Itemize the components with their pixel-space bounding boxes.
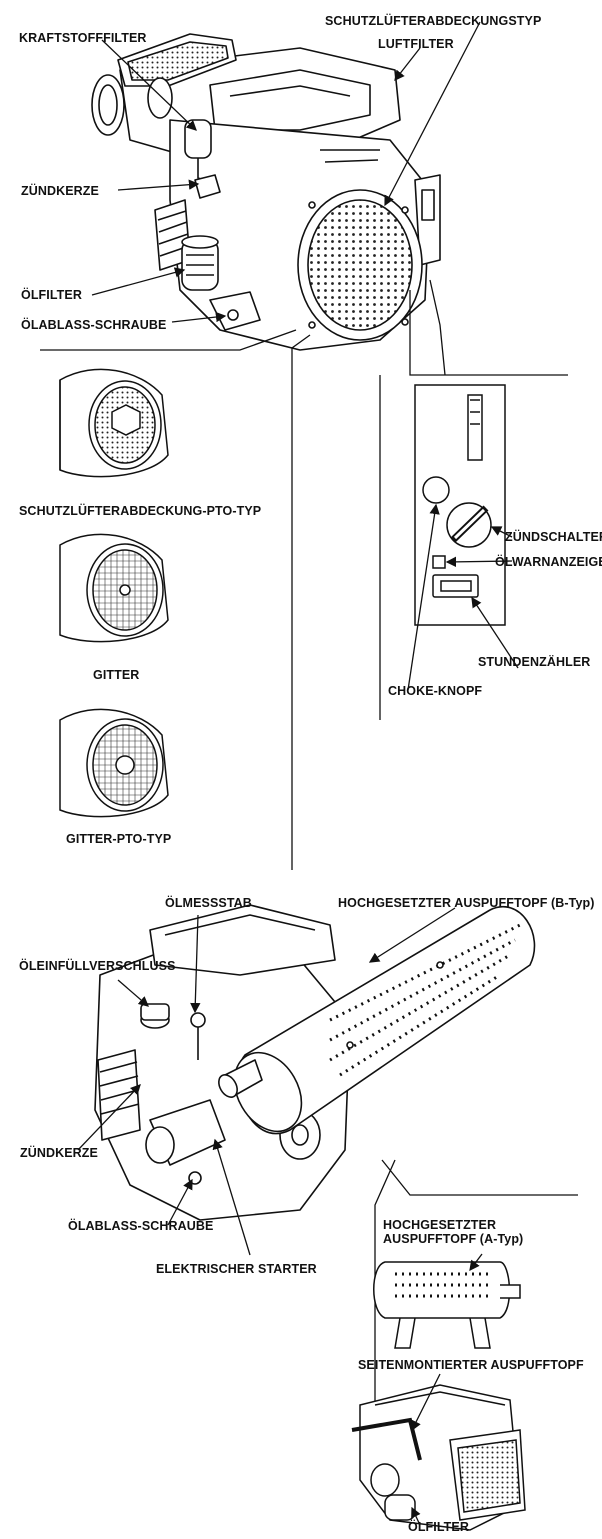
label-oeleinfuellverschluss: ÖLEINFÜLLVERSCHLUSS (19, 959, 176, 973)
label-hochgesetzter-a-line1: HOCHGESETZTER (383, 1218, 496, 1232)
label-choke-knopf: CHOKE-KNOPF (388, 684, 482, 698)
label-kraftstofffilter: KRAFTSTOFFFILTER (19, 31, 147, 45)
a-type-muffler-illustration (374, 1262, 520, 1348)
label-hochgesetzter-a-line2: AUSPUFFTOPF (A-Typ) (383, 1232, 523, 1246)
label-oelablass-bottom: ÖLABLASS-SCHRAUBE (68, 1219, 213, 1233)
label-seitenmontierter-auspufftopf: SEITENMONTIERTER AUSPUFFTOPF (358, 1358, 584, 1372)
bottom-engine-illustration (95, 905, 534, 1220)
label-oelfilter-top: ÖLFILTER (21, 288, 82, 302)
variant-gitter (60, 534, 168, 641)
variant-gitter-pto (60, 709, 168, 816)
label-gitter: GITTER (93, 668, 139, 682)
control-panel-illustration (415, 385, 505, 625)
label-elektrischer-starter: ELEKTRISCHER STARTER (156, 1262, 317, 1276)
label-zuendkerze-bottom: ZÜNDKERZE (20, 1146, 98, 1160)
label-zuendschalter: ZÜNDSCHALTER (505, 530, 602, 544)
label-oelablass-top: ÖLABLASS-SCHRAUBE (21, 318, 166, 332)
side-muffler-engine-illustration (352, 1385, 525, 1530)
label-oelwarnanzeige: ÖLWARNANZEIGE (495, 555, 602, 569)
label-pto-typ: SCHUTZLÜFTERABDECKUNG-PTO-TYP (19, 504, 261, 518)
top-engine-illustration (92, 34, 440, 350)
label-schutzluefterabdeckungstyp: SCHUTZLÜFTERABDECKUNGSTYP (325, 14, 541, 28)
label-oelmessstab: ÖLMESSSTAB (165, 896, 252, 910)
label-oelfilter-bottom: ÖLFILTER (408, 1520, 469, 1534)
variant-pto-fan-cover (60, 369, 168, 476)
label-hochgesetzter-b: HOCHGESETZTER AUSPUFFTOPF (B-Typ) (338, 896, 595, 910)
label-luftfilter: LUFTFILTER (378, 37, 454, 51)
label-gitter-pto: GITTER-PTO-TYP (66, 832, 171, 846)
label-zuendkerze-top: ZÜNDKERZE (21, 184, 99, 198)
label-stundenzaehler: STUNDENZÄHLER (478, 655, 590, 669)
